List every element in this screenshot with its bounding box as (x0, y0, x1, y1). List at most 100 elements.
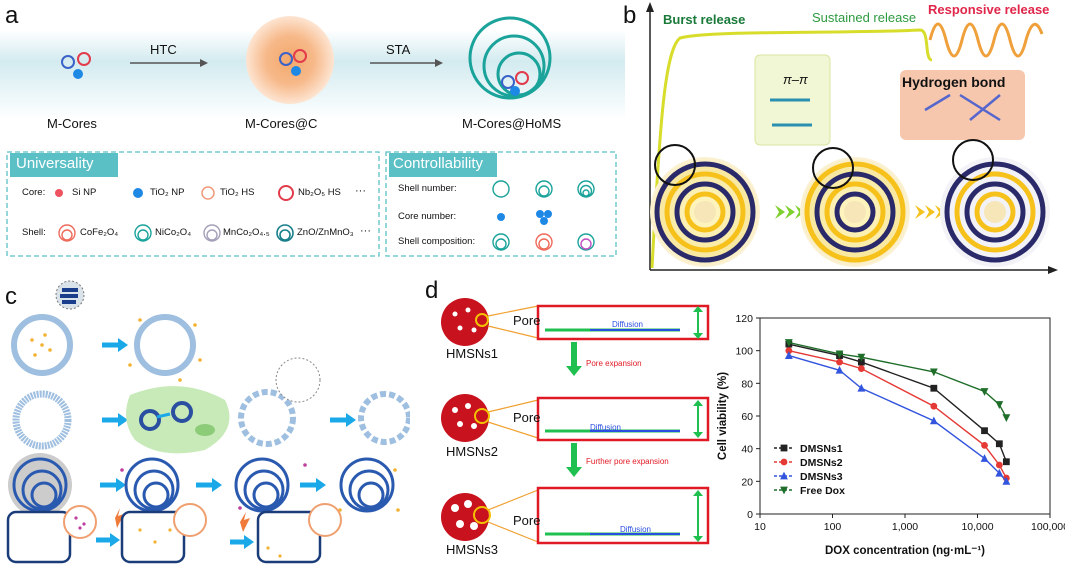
data-point (784, 339, 793, 347)
data-point (1002, 458, 1010, 466)
x-tick-label: 1,000 (892, 521, 918, 533)
controllability-tab (389, 153, 497, 177)
data-point (857, 353, 866, 362)
controllability-box (385, 151, 617, 257)
shell-cofe2o4: CoFe₂O₄ (80, 227, 119, 238)
legend-item: DMSNs3 (774, 471, 843, 483)
data-point (981, 442, 988, 449)
y-tick-label: 120 (735, 313, 753, 325)
release-curve (650, 28, 933, 269)
m-cores-icon (61, 52, 91, 79)
c-vesicle-3 (12, 390, 72, 450)
c-homs-4 (339, 457, 395, 513)
pore-expansion-label: Pore expansion (586, 359, 642, 368)
universality-tab (10, 153, 118, 177)
legend-label: DMSNs2 (800, 457, 843, 469)
x-tick-label: 10,000 (961, 521, 993, 533)
hmsn-sphere-1 (441, 298, 489, 346)
data-point (836, 358, 843, 366)
data-point (930, 402, 938, 410)
universality-title: Universality (16, 155, 94, 172)
data-point (835, 365, 844, 374)
pore-label-1: Pore (513, 313, 541, 328)
data-point (930, 384, 938, 392)
data-point (929, 416, 938, 425)
c-vesicle-2 (134, 314, 196, 376)
controllability-title: Controllability (393, 155, 484, 172)
responsive-wave (928, 22, 1044, 58)
pi-pi-label: π–π (783, 72, 808, 87)
shell-row-label: Shell: (22, 227, 46, 238)
ring-2 (800, 157, 910, 267)
data-point (857, 383, 866, 392)
cell-viability-chart: 101001,00010,000100,000020406080100120DM… (717, 313, 1065, 557)
c-box-3 (256, 510, 322, 564)
data-point (995, 461, 1003, 469)
data-point (995, 401, 1004, 409)
stage-m-cores-c-label: M-Cores@C (245, 116, 318, 131)
shell-mnco2o4: MnCo₂O₄.₅ (223, 227, 270, 238)
ring-1 (650, 157, 760, 267)
panel-c-schematic (6, 280, 410, 564)
data-point (785, 347, 793, 355)
universality-box (6, 151, 380, 257)
core-row-label: Core: (22, 187, 46, 198)
ring-3 (940, 157, 1050, 267)
pore-tube-2 (536, 396, 710, 442)
core-nb2o5-hs: Nb₂O₅ HS (298, 187, 341, 198)
c-box-2 (120, 510, 186, 564)
legend-label: Free Dox (800, 485, 845, 497)
y-tick-label: 100 (735, 346, 753, 358)
shell-nico2o4: NiCo₂O₄ (155, 227, 192, 238)
data-point (1002, 476, 1011, 485)
hmsn-sphere-2 (441, 394, 490, 442)
diffusion-label-1: Diffusion (612, 320, 643, 329)
hbond-bubble (900, 70, 1025, 140)
panel-a-schematic (0, 16, 625, 257)
legend-item: DMSNs2 (774, 457, 843, 469)
data-point (980, 388, 989, 396)
responsive-release-label: Responsive release (928, 2, 1050, 17)
c-homs-3 (234, 457, 290, 513)
pore-label-3: Pore (513, 513, 541, 528)
y-tick-label: 80 (741, 378, 753, 390)
core-ellipsis: ··· (355, 185, 366, 197)
legend-item: Free Dox (774, 485, 845, 497)
series-dmsns2 (785, 347, 1010, 482)
core-tio2-np: TiO₂ NP (150, 187, 185, 198)
stage-m-cores-homs-label: M-Cores@HoMS (462, 116, 562, 131)
legend-item: DMSNs1 (774, 443, 843, 455)
legend-marker (780, 458, 788, 466)
shell-number-label: Shell number: (398, 183, 457, 194)
y-tick-label: 0 (747, 509, 753, 521)
c-vesicle-5 (358, 391, 410, 445)
sample-hmsns3: HMSNs3 (446, 542, 499, 557)
data-point (835, 350, 844, 359)
x-tick-label: 100 (824, 521, 842, 533)
panel-b-letter: b (623, 2, 637, 29)
data-point (980, 454, 989, 462)
chart-x-axis-label: DOX concentration (ng·mL⁻¹) (825, 545, 985, 557)
data-point (929, 368, 938, 377)
series-line (788, 341, 1007, 418)
core-si-np: Si NP (72, 187, 97, 198)
panel-d-pores (441, 298, 710, 545)
legend-marker (780, 471, 788, 480)
core-number-label: Core number: (398, 211, 457, 222)
data-point (981, 427, 988, 435)
shell-composition-label: Shell composition: (398, 236, 476, 247)
further-pore-expansion-label: Further pore expansion (586, 457, 669, 466)
series-free-dox (784, 339, 1011, 423)
hydrogen-bond-label: Hydrogen bond (902, 74, 1006, 90)
series-dmsns3 (784, 351, 1011, 485)
panel-b-release-diagram (646, 2, 1058, 274)
legend-label: DMSNs1 (800, 443, 843, 455)
legend-marker (780, 486, 788, 495)
x-tick-label: 100,000 (1031, 521, 1065, 533)
data-point (995, 468, 1004, 477)
pore-label-2: Pore (513, 410, 541, 425)
diffusion-label-2: Diffusion (590, 423, 621, 432)
legend-marker (780, 444, 788, 452)
chart-y-axis-label: Cell viability (%) (717, 372, 729, 460)
sustained-release-label: Sustained release (812, 10, 917, 25)
